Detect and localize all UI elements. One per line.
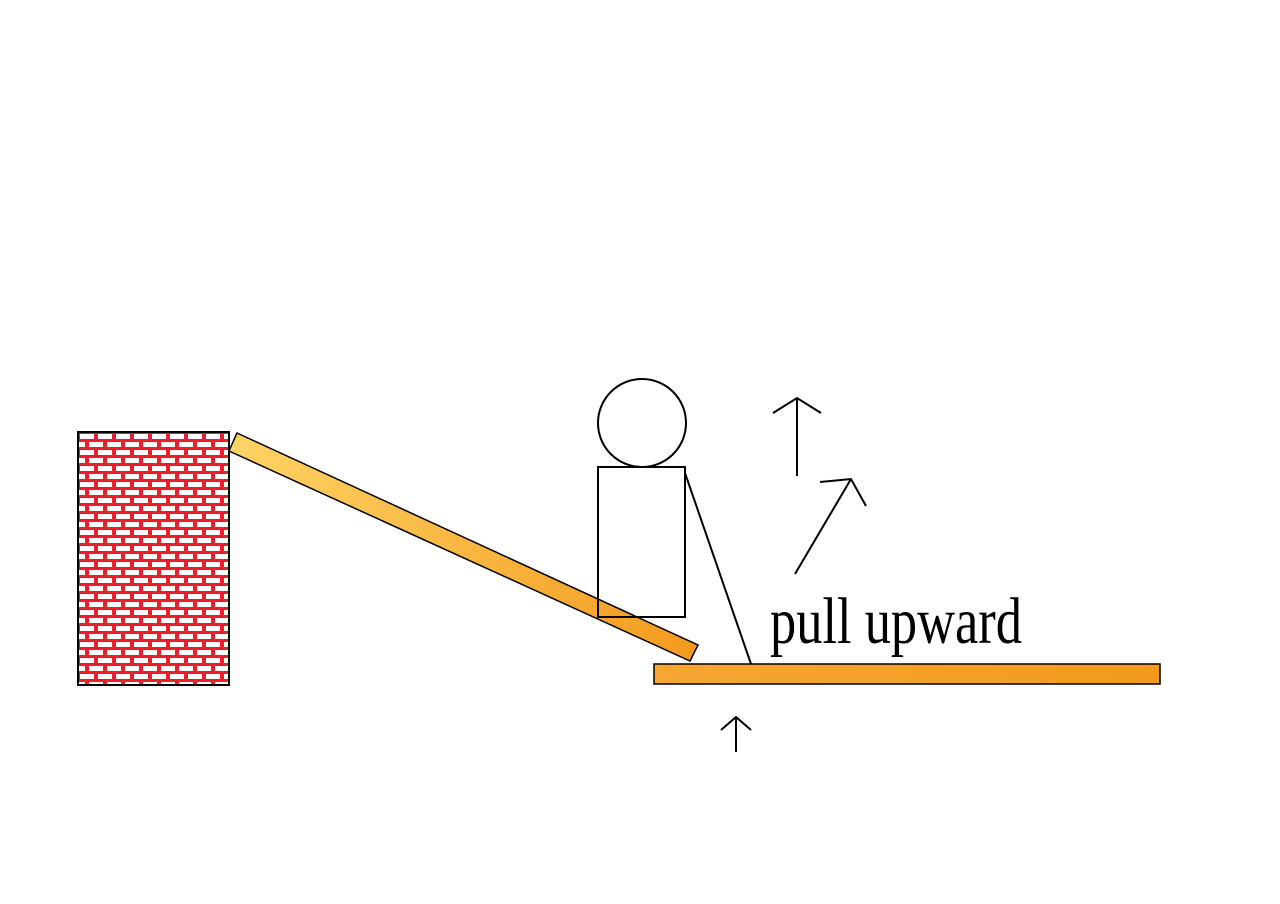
floor-plank xyxy=(653,663,1161,685)
figure-body xyxy=(597,466,686,618)
diagonal-arrow xyxy=(794,477,867,575)
pull-upward-label: pull upward xyxy=(770,585,1022,658)
inclined-plank xyxy=(228,432,700,662)
pull-rope xyxy=(684,472,752,665)
upward-arrow xyxy=(772,396,822,476)
small-upward-arrow xyxy=(720,715,752,752)
stick-figure xyxy=(597,378,687,618)
figure-head xyxy=(597,378,687,468)
brick-wall xyxy=(77,431,230,686)
